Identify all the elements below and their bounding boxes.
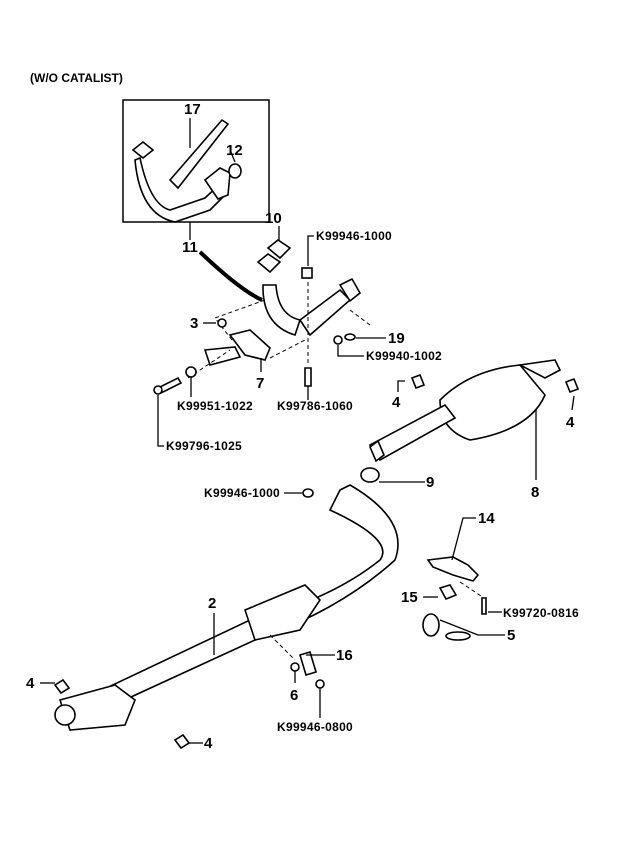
callout-7: 7 (256, 375, 264, 392)
inset-front-pipe-assembly (122, 99, 270, 240)
callout-12: 12 (226, 142, 243, 159)
callout-4-rear-left: 4 (392, 394, 401, 411)
rear-muffler (368, 359, 580, 480)
part-number-k99940-1002: K99940-1002 (366, 349, 442, 363)
front-pipe (187, 226, 371, 379)
callout-2: 2 (208, 595, 216, 612)
callout-3: 3 (190, 315, 198, 332)
center-pipe (53, 484, 399, 750)
callout-6: 6 (290, 687, 298, 704)
callout-9: 9 (426, 474, 434, 491)
callout-5: 5 (507, 627, 515, 644)
callout-16: 16 (336, 647, 353, 664)
callout-4-front-left: 4 (26, 675, 35, 692)
callout-19: 19 (388, 330, 405, 347)
hanger-bracket (422, 556, 487, 641)
part-number-k99946-1000-top: K99946-1000 (316, 229, 392, 243)
part-number-k99946-1000-center: K99946-1000 (204, 486, 280, 500)
variant-note: (W/O CATALIST) (30, 71, 123, 85)
callout-15: 15 (401, 589, 418, 606)
part-number-k99786-1060: K99786-1060 (277, 399, 353, 413)
callout-4-front-bottom: 4 (204, 735, 213, 752)
callout-11: 11 (182, 239, 198, 256)
callout-17: 17 (184, 101, 201, 118)
callout-4-rear-right: 4 (566, 414, 575, 431)
part-number-k99946-0800: K99946-0800 (277, 720, 353, 734)
callout-8: 8 (531, 484, 539, 501)
part-number-k99951-1022: K99951-1022 (177, 399, 253, 413)
part-number-k99720-0816: K99720-0816 (503, 606, 579, 620)
callout-10: 10 (265, 210, 282, 227)
part-number-k99796-1025: K99796-1025 (166, 439, 242, 453)
callout-14: 14 (478, 510, 495, 527)
